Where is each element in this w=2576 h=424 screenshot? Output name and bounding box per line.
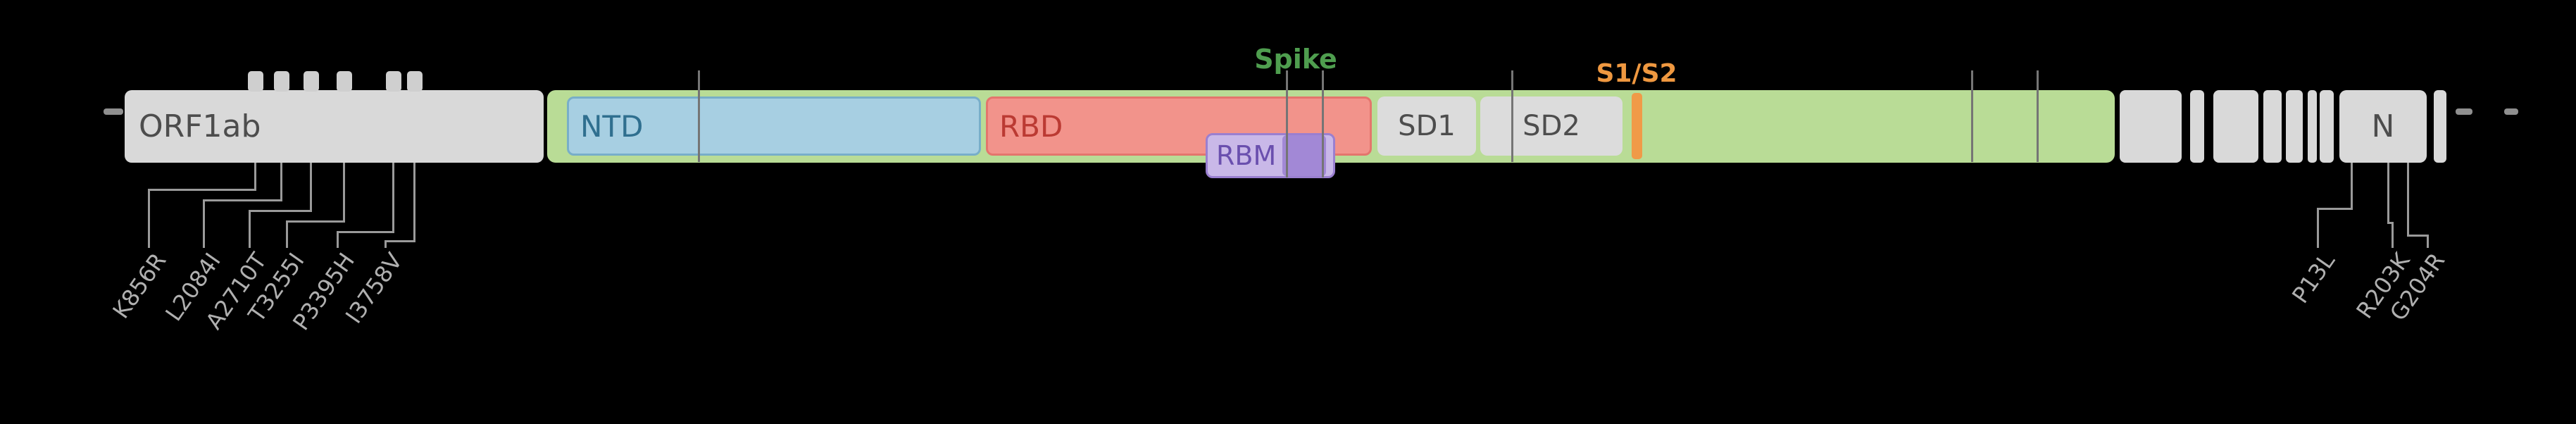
connector-line [343,163,345,220]
orf1ab-gene: ORF1ab [125,90,544,163]
mutation-label: P13L [2287,248,2341,308]
connector-line [2387,163,2389,222]
mutation-position-tick [337,71,352,92]
accessory-gene-box [2190,90,2204,163]
connector-line [337,231,339,248]
connector-line [286,220,288,248]
sd1-label: SD1 [1398,110,1456,142]
rbm-highlight [1282,135,1326,176]
accessory-gene-box [2213,90,2258,163]
connector-line [203,199,205,248]
spike-position-tick [1322,70,1324,177]
connector-line [2387,222,2394,224]
connector-line [338,231,394,233]
spike-position-tick [698,70,700,162]
mutation-position-tick [386,71,401,92]
mutation-position-tick [274,71,289,92]
spike-position-tick [1971,70,1973,162]
connector-line [204,199,282,201]
connector-line [2407,163,2409,235]
spike-position-tick [2037,70,2039,162]
accessory-gene-box [2434,90,2446,163]
three-prime-end-cap [2504,108,2518,115]
connector-line [149,189,256,191]
accessory-gene-box [2263,90,2282,163]
ntd-label: NTD [580,108,644,144]
spike-position-tick [1286,70,1288,177]
five-prime-end [104,108,123,115]
connector-line [392,163,394,231]
connector-line [386,240,415,242]
connector-line [2427,235,2429,248]
rbd-label: RBD [999,108,1063,144]
connector-line [250,210,312,212]
accessory-gene-box [2120,90,2182,163]
connector-line [287,220,345,223]
n-label: N [2371,108,2395,144]
connector-line [2407,235,2429,237]
connector-line [310,163,312,210]
connector-line [2351,163,2353,208]
rbm-label: RBM [1216,140,1277,171]
connector-line [2317,208,2319,248]
accessory-gene-box [2308,90,2317,163]
n-gene: N [2339,90,2427,163]
connector-line [384,240,387,248]
three-prime-end [2456,108,2472,115]
mutation-position-tick [248,71,263,92]
connector-line [280,163,282,199]
sd2-label: SD2 [1523,110,1580,142]
s1s2-site-marker [1632,93,1642,159]
mutation-position-tick [304,71,319,92]
ntd-domain: NTD [567,96,981,156]
connector-line [249,210,251,248]
s1s2-label: S1/S2 [1596,59,1677,88]
accessory-gene-box [2286,90,2303,163]
connector-line [148,189,150,248]
spike-position-tick [1511,70,1513,162]
rbm-domain: RBM [1206,133,1335,178]
orf1ab-label: ORF1ab [139,108,261,144]
accessory-gene-box [2320,90,2334,163]
connector-line [413,163,415,240]
connector-line [2318,208,2353,210]
sd2-domain: SD2 [1480,96,1622,156]
connector-line [2391,222,2394,248]
connector-line [254,163,256,189]
sd1-domain: SD1 [1377,96,1476,156]
mutation-position-tick [407,71,423,92]
spike-title: Spike [1254,44,1337,75]
